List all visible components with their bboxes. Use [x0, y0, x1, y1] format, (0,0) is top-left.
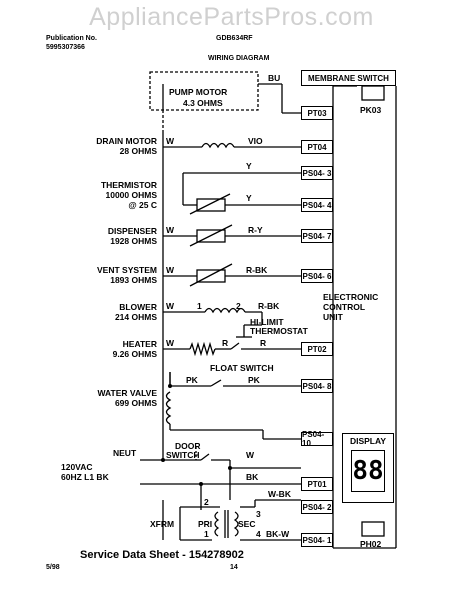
wire-w-drain: W [166, 136, 175, 146]
float-switch-label: FLOAT SWITCH [210, 363, 274, 373]
ecu-label-2: CONTROL [323, 302, 366, 312]
connector-ps04-1: PS04- 1 [301, 533, 333, 547]
wire-w-bk: W-BK [268, 489, 291, 499]
display-label: DISPLAY [349, 436, 387, 446]
wire-vio: VIO [248, 136, 263, 146]
wire-bk-w: BK-W [266, 529, 290, 539]
xfrm-label: XFRM [150, 519, 175, 529]
thermostat-label: THERMOSTAT [250, 326, 308, 336]
model-number: GDB634RF [216, 35, 253, 42]
wire-w-blower: W [166, 301, 175, 311]
wire-r-bk-vent: R-BK [246, 265, 268, 275]
wire-bk: BK [246, 472, 259, 482]
wire-n4-xfrm: 4 [256, 529, 261, 539]
connector-pt02: PT02 [301, 342, 333, 356]
drain-motor-ohms: 28 OHMS [119, 146, 157, 156]
footer-page: 14 [230, 564, 238, 571]
connector-ps04-8: PS04- 8 [301, 379, 333, 393]
footer-date: 5/98 [46, 564, 60, 571]
watermark: AppliancePartsPros.com [89, 3, 374, 31]
ecu-label-3: UNIT [323, 312, 343, 322]
door-label: DOOR [175, 441, 201, 451]
thermistor-temp: @ 25 C [128, 200, 157, 210]
wire-r-heater-2: R [260, 338, 267, 348]
water-valve-label: WATER VALVE [97, 388, 158, 398]
wire-n2-blower: 2 [236, 301, 241, 311]
drain-motor-label: DRAIN MOTOR [96, 136, 157, 146]
blower-ohms: 214 OHMS [114, 312, 157, 322]
sec-label: SEC [238, 519, 256, 529]
wire-w-dispenser: W [166, 225, 175, 235]
wire-pk-2: PK [248, 375, 260, 385]
publication-number: 5995307366 [46, 44, 85, 51]
wire-n3-xfrm: 3 [256, 509, 261, 519]
connector-ps04-6: PS04- 6 [301, 269, 333, 283]
dispenser-ohms: 1928 OHMS [110, 236, 157, 246]
supply-voltage-label: 120VAC [61, 462, 93, 472]
neut-label: NEUT [113, 448, 137, 458]
vent-system-ohms: 1893 OHMS [110, 275, 157, 285]
thermistor-ohms: 10000 OHMS [105, 190, 158, 200]
connector-ps04-2: PS04- 2 [301, 500, 333, 514]
pump-motor-label: PUMP MOTOR [169, 87, 228, 97]
pump-motor-ohms: 4.3 OHMS [183, 98, 223, 108]
connector-pk03: PK03 [360, 105, 382, 115]
heater-ohms: 9.26 OHMS [112, 349, 157, 359]
connector-ps04-3: PS04- 3 [301, 166, 333, 180]
membrane-switch-box: MEMBRANE SWITCH [301, 70, 396, 86]
connector-ps04-10: PS04-10 [301, 430, 333, 448]
connector-pt04: PT04 [301, 140, 333, 154]
wire-bu: BU [268, 73, 281, 83]
connector-ph02: PH02 [360, 539, 382, 549]
wire-y-top: Y [246, 161, 252, 171]
wire-r-heater-1: R [222, 338, 229, 348]
dispenser-label: DISPENSER [107, 226, 157, 236]
connector-pt03: PT03 [301, 106, 333, 120]
water-valve-ohms: 699 OHMS [114, 398, 157, 408]
wire-pk-1: PK [186, 375, 198, 385]
supply-line-label: 60HZ L1 BK [61, 472, 109, 482]
wire-r-bk-blower: R-BK [258, 301, 280, 311]
wire-w-heater: W [166, 338, 175, 348]
connector-ps04-4: PS04- 4 [301, 198, 333, 212]
wire-w-vent: W [166, 265, 175, 275]
connector-pt01: PT01 [301, 477, 333, 491]
heater-label: HEATER [122, 339, 157, 349]
display-panel: DISPLAY 88 [342, 433, 394, 503]
pri-label: PRI [198, 519, 213, 529]
door-switch-label: SWITCH [166, 450, 200, 460]
hi-limit-label: HI-LIMIT [250, 317, 284, 327]
display-digits: 88 [351, 450, 385, 492]
vent-system-label: VENT SYSTEM [97, 265, 157, 275]
wire-n2-xfrm: 2 [204, 497, 209, 507]
wire-r-y: R-Y [248, 225, 263, 235]
thermistor-label: THERMISTOR [100, 180, 157, 190]
connector-ps04-7: PS04- 7 [301, 229, 333, 243]
wire-n1-xfrm: 1 [204, 529, 209, 539]
service-data-sheet: Service Data Sheet - 154278902 [80, 549, 244, 561]
wire-y-bottom: Y [246, 193, 252, 203]
diagram-title: WIRING DIAGRAM [208, 55, 270, 62]
wire-n1-blower: 1 [197, 301, 202, 311]
wire-w-door: W [246, 450, 255, 460]
ecu-label-1: ELECTRONIC [323, 292, 379, 302]
publication-label: Publication No. [46, 35, 97, 42]
blower-label: BLOWER [119, 302, 157, 312]
